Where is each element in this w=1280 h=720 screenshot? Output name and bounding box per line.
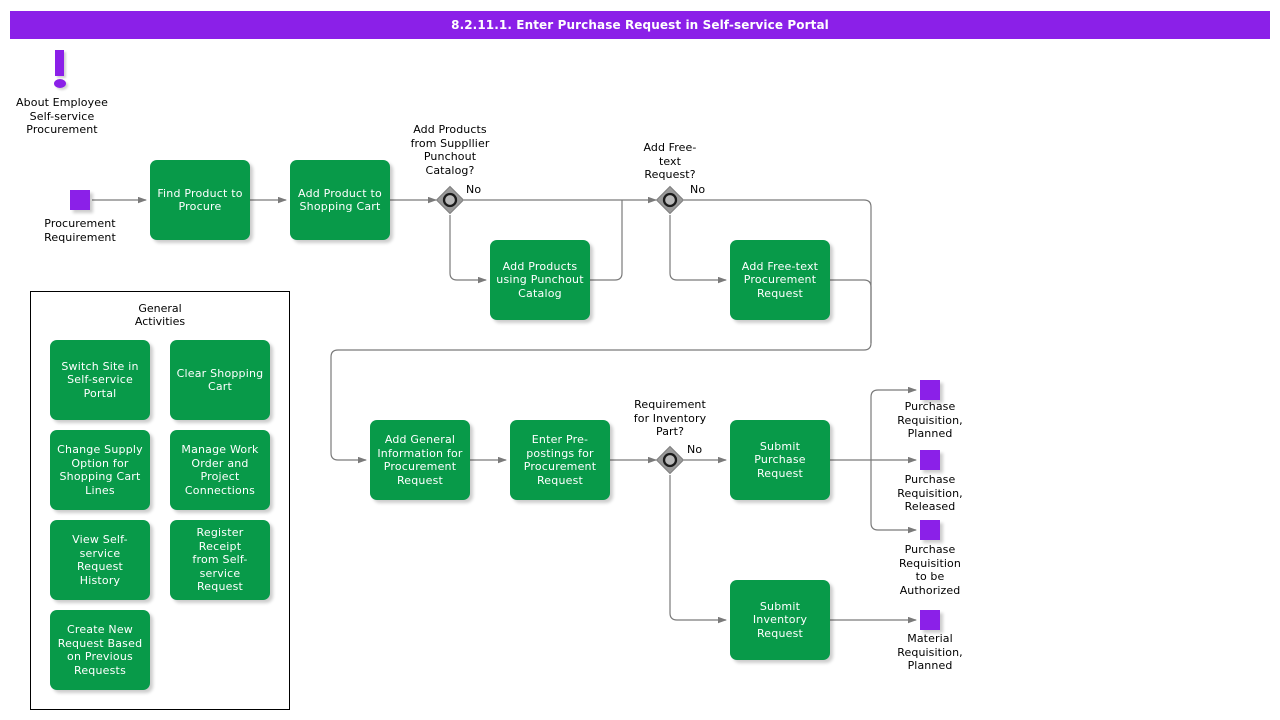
task-submit-purchase-request[interactable]: Submit Purchase Request bbox=[730, 420, 830, 500]
task-add-products-using-punchout-catalog[interactable]: Add Products using Punchout Catalog bbox=[490, 240, 590, 320]
task-add-free-text-procurement-request[interactable]: Add Free-text Procurement Request bbox=[730, 240, 830, 320]
task-change-supply-option-for-shopping-cart-lines[interactable]: Change Supply Option for Shopping Cart L… bbox=[50, 430, 150, 510]
end-event-purchase-requisition-planned[interactable] bbox=[920, 380, 940, 400]
page-title: 8.2.11.1. Enter Purchase Request in Self… bbox=[10, 11, 1270, 39]
gateway-free-text-request-no-label: No bbox=[690, 183, 706, 196]
task-find-product-to-procure[interactable]: Find Product to Procure bbox=[150, 160, 250, 240]
gateway-supplier-punchout-catalog[interactable] bbox=[435, 185, 465, 215]
task-view-self-service-request-history[interactable]: View Self- service Request History bbox=[50, 520, 150, 600]
start-event-procurement-requirement[interactable] bbox=[70, 190, 90, 210]
task-add-product-to-shopping-cart[interactable]: Add Product to Shopping Cart bbox=[290, 160, 390, 240]
task-create-new-request-based-on-previous-requests[interactable]: Create New Request Based on Previous Req… bbox=[50, 610, 150, 690]
gateway-supplier-punchout-catalog-question: Add Products from Suppllier Punchout Cat… bbox=[410, 123, 490, 177]
general-activities-title: General Activities bbox=[134, 302, 186, 328]
task-enter-pre-postings-for-procurement-request[interactable]: Enter Pre- postings for Procurement Requ… bbox=[510, 420, 610, 500]
task-clear-shopping-cart[interactable]: Clear Shopping Cart bbox=[170, 340, 270, 420]
start-event-label: Procurement Requirement bbox=[44, 217, 116, 244]
gateway-supplier-punchout-catalog-no-label: No bbox=[466, 183, 482, 196]
task-submit-inventory-request[interactable]: Submit Inventory Request bbox=[730, 580, 830, 660]
exclamation-mark-icon bbox=[55, 50, 64, 76]
exclamation-dot-icon bbox=[54, 79, 66, 88]
end-event-purchase-requisition-released[interactable] bbox=[920, 450, 940, 470]
end-event-purchase-requisition-released-label: Purchase Requisition, Released bbox=[897, 473, 963, 513]
gateway-free-text-request-question: Add Free- text Request? bbox=[643, 141, 697, 181]
task-register-receipt-from-self-service-request[interactable]: Register Receipt from Self- service Requ… bbox=[170, 520, 270, 600]
task-add-general-information-for-procurement-request[interactable]: Add General Information for Procurement … bbox=[370, 420, 470, 500]
gateway-requirement-inventory-part[interactable] bbox=[655, 445, 685, 475]
gateway-requirement-inventory-part-question: Requirement for Inventory Part? bbox=[633, 398, 707, 438]
end-event-purchase-requisition-planned-label: Purchase Requisition, Planned bbox=[897, 400, 963, 440]
end-event-purchase-requisition-to-be-authorized-label: Purchase Requisition to be Authorized bbox=[899, 543, 961, 597]
about-annotation-label: About Employee Self-service Procurement bbox=[16, 96, 108, 136]
task-switch-site-in-self-service-portal[interactable]: Switch Site in Self-service Portal bbox=[50, 340, 150, 420]
end-event-purchase-requisition-to-be-authorized[interactable] bbox=[920, 520, 940, 540]
gateway-requirement-inventory-part-no-label: No bbox=[687, 443, 703, 456]
end-event-material-requisition-planned-label: Material Requisition, Planned bbox=[897, 632, 963, 672]
end-event-material-requisition-planned[interactable] bbox=[920, 610, 940, 630]
task-manage-work-order-and-project-connections[interactable]: Manage Work Order and Project Connection… bbox=[170, 430, 270, 510]
gateway-free-text-request[interactable] bbox=[655, 185, 685, 215]
